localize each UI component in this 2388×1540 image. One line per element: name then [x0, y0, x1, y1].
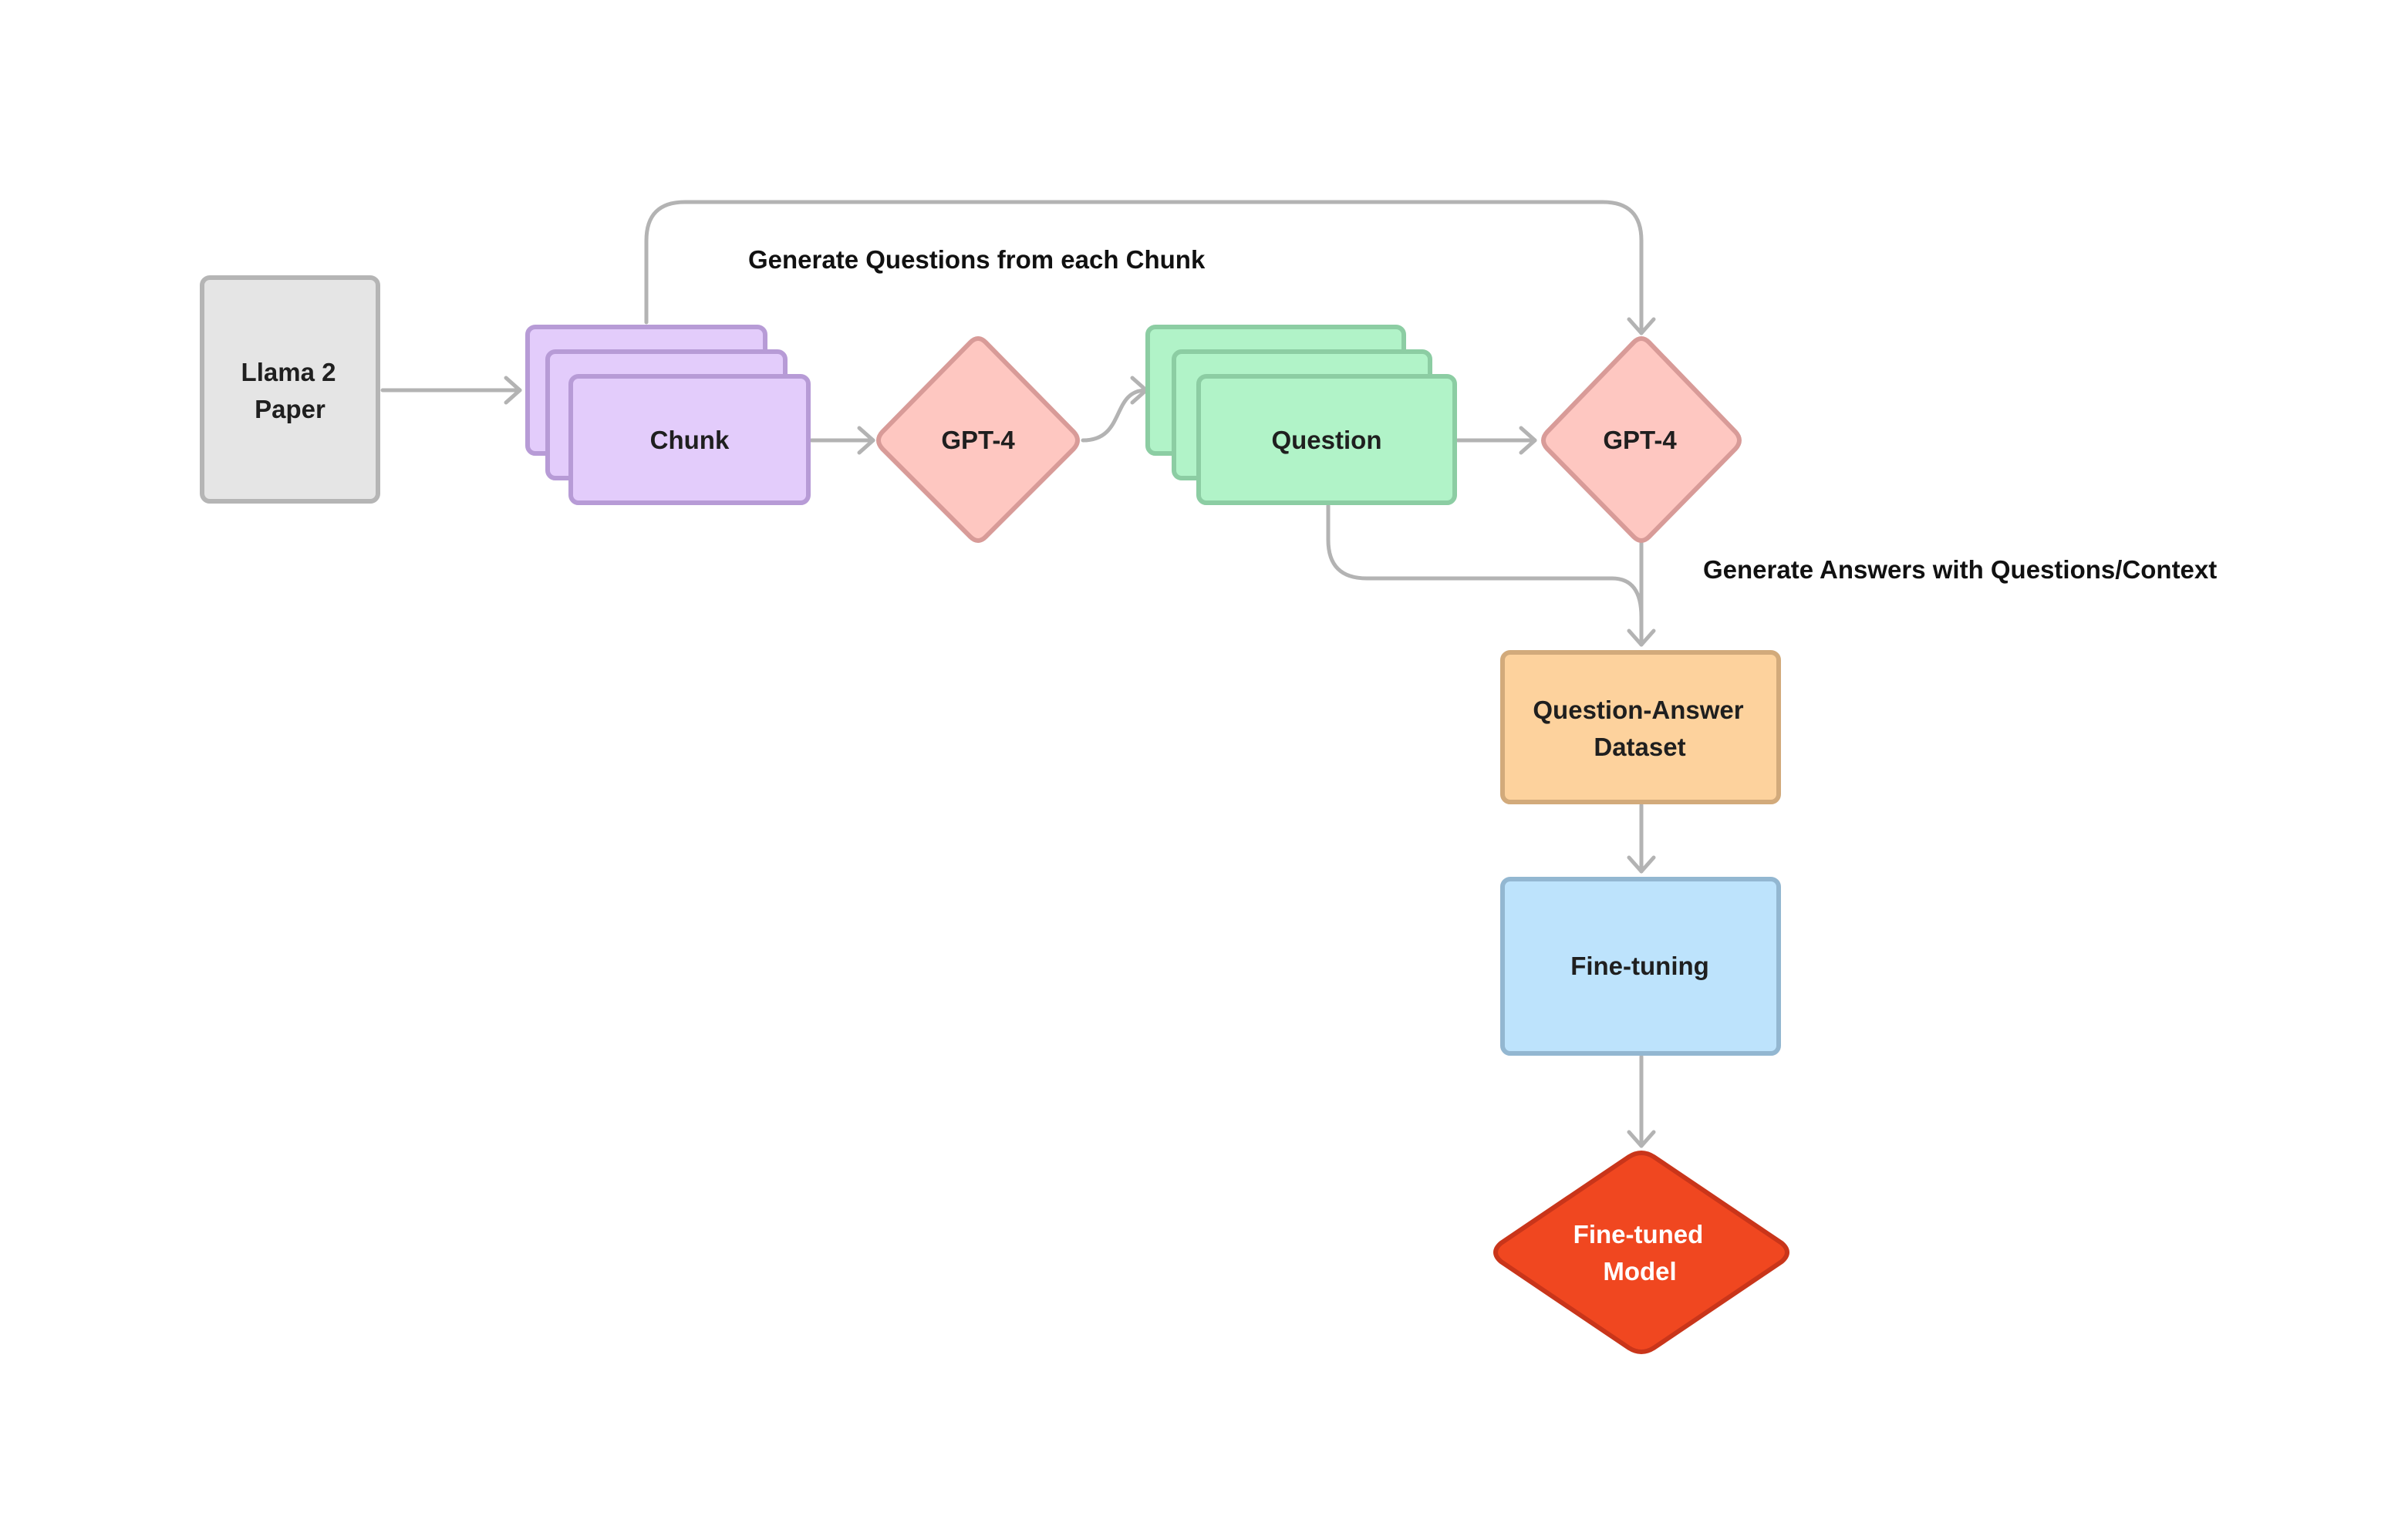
- edges: [380, 200, 1656, 1148]
- edge-chunk-loop-to-gpt4: [644, 200, 1644, 335]
- chunk-label: Chunk: [650, 426, 730, 454]
- arrowhead-gpt4-b: [1519, 426, 1537, 455]
- edge-gpt4-to-question: [1081, 388, 1148, 443]
- dataset-label-line-2: Dataset: [1594, 733, 1685, 761]
- node-fine-tuning: Fine-tuning: [1500, 877, 1781, 1056]
- model-label-line-1: Fine-tuned: [1573, 1220, 1704, 1249]
- arrowhead-gpt4-b-top: [1627, 317, 1656, 335]
- chunk-card-front: [568, 374, 811, 505]
- node-gpt4-question-generator: GPT-4: [876, 336, 1080, 543]
- arrowhead-finetuning: [1627, 855, 1656, 874]
- node-chunk-stack: Chunk: [525, 325, 811, 505]
- arrowhead-chunk: [504, 376, 522, 405]
- label-generate-questions: Generate Questions from each Chunk: [748, 245, 1206, 274]
- paper-label-line-1: Llama 2: [241, 358, 336, 386]
- paper-label-line-2: Paper: [255, 395, 325, 423]
- gpt4-b-label: GPT-4: [1603, 426, 1677, 454]
- arrowhead-gpt4-a: [857, 426, 875, 455]
- node-qa-dataset: Question-Answer Dataset: [1500, 650, 1781, 804]
- node-llama2-paper: Llama 2 Paper: [200, 275, 380, 504]
- arrowhead-model: [1627, 1130, 1656, 1148]
- edge-question-to-dataset: [1326, 504, 1644, 619]
- model-label-line-2: Model: [1603, 1257, 1676, 1286]
- question-label: Question: [1271, 426, 1381, 454]
- arrowhead-dataset: [1627, 628, 1656, 647]
- question-card-front: [1196, 374, 1457, 505]
- node-fine-tuned-model: Fine-tuned Model: [1493, 1151, 1789, 1354]
- gpt4-a-label: GPT-4: [941, 426, 1015, 454]
- node-question-stack: Question: [1145, 325, 1457, 505]
- finetuning-label: Fine-tuning: [1570, 952, 1709, 980]
- node-gpt4-answer-generator: GPT-4: [1541, 336, 1742, 543]
- dataset-label-line-1: Question-Answer: [1533, 696, 1743, 724]
- label-generate-answers: Generate Answers with Questions/Context: [1703, 555, 2217, 584]
